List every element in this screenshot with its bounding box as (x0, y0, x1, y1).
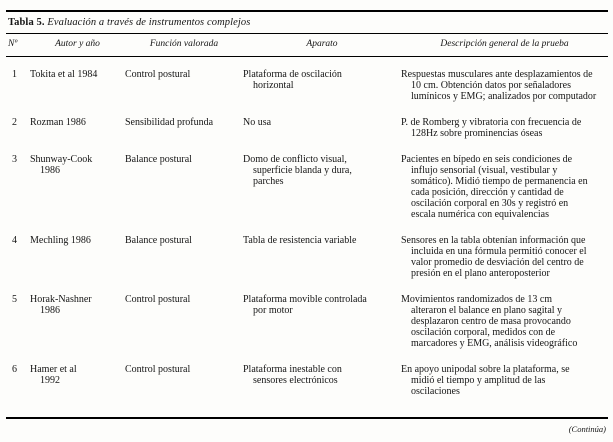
cell-aparato: Domo de conflicto visual, superficie bla… (243, 154, 352, 187)
table-row: 2 Rozman 1986 Sensibilidad profunda No u… (6, 117, 608, 139)
cell-autor: Horak-Nashner 1986 (30, 294, 92, 316)
table-caption: Evaluación a través de instrumentos comp… (47, 17, 251, 28)
column-header-funcion: Función valorada (149, 39, 219, 49)
table-header-row: Nº Autor y año Función valorada Aparato … (6, 34, 608, 56)
cell-funcion: Balance postural (125, 154, 192, 165)
cell-autor: Hamer et al 1992 (30, 364, 77, 386)
row-number: 1 (12, 69, 17, 80)
table-row: 3 Shunway-Cook 1986 Balance postural Dom… (6, 154, 608, 220)
cell-aparato: Plataforma movible controlada por motor (243, 294, 367, 316)
row-number: 3 (12, 154, 17, 165)
cell-autor: Tokita et al 1984 (30, 69, 98, 80)
table-title: Tabla 5. Evaluación a través de instrume… (8, 17, 608, 29)
cell-descripcion: P. de Romberg y vibratoria con frecuenci… (401, 117, 582, 139)
cell-descripcion: Sensores en la tabla obtenían informació… (401, 235, 587, 279)
cell-descripcion: Movimientos randomizados de 13 cm altera… (401, 294, 578, 349)
cell-funcion: Control postural (125, 69, 191, 80)
table-row: 1 Tokita et al 1984 Control postural Pla… (6, 69, 608, 102)
cell-aparato: No usa (243, 117, 272, 128)
column-header-num: Nº (8, 39, 18, 49)
cell-descripcion: Pacientes en bípedo en seis condiciones … (401, 154, 588, 220)
cell-funcion: Sensibilidad profunda (125, 117, 214, 128)
row-number: 4 (12, 235, 17, 246)
header-bottom-rule (6, 56, 608, 57)
cell-autor: Mechling 1986 (30, 235, 91, 246)
table-row: 4 Mechling 1986 Balance postural Tabla d… (6, 235, 608, 279)
table-bottom-rule (6, 417, 608, 419)
table-top-rule (6, 10, 608, 12)
column-header-aparato: Aparato (306, 39, 338, 49)
cell-aparato: Plataforma de oscilación horizontal (243, 69, 342, 91)
cell-autor: Shunway-Cook 1986 (30, 154, 93, 176)
continuation-note: (Continúa) (568, 424, 606, 434)
column-header-descripcion: Descripción general de la prueba (440, 39, 569, 49)
header-top-rule (6, 33, 608, 34)
table-body: 1 Tokita et al 1984 Control postural Pla… (6, 57, 608, 397)
column-header-autor: Autor y año (55, 39, 100, 49)
cell-autor: Rozman 1986 (30, 117, 86, 128)
cell-descripcion: Respuestas musculares ante desplazamient… (401, 69, 597, 102)
cell-descripcion: En apoyo unipodal sobre la plataforma, s… (401, 364, 570, 397)
row-number: 2 (12, 117, 17, 128)
cell-aparato: Plataforma inestable con sensores electr… (243, 364, 342, 386)
row-number: 6 (12, 364, 17, 375)
table-row: 6 Hamer et al 1992 Control postural Plat… (6, 364, 608, 397)
table-row: 5 Horak-Nashner 1986 Control postural Pl… (6, 294, 608, 349)
cell-funcion: Balance postural (125, 235, 192, 246)
table-number-label: Tabla 5. (8, 17, 45, 28)
cell-funcion: Control postural (125, 364, 191, 375)
cell-aparato: Tabla de resistencia variable (243, 235, 357, 246)
row-number: 5 (12, 294, 17, 305)
cell-funcion: Control postural (125, 294, 191, 305)
